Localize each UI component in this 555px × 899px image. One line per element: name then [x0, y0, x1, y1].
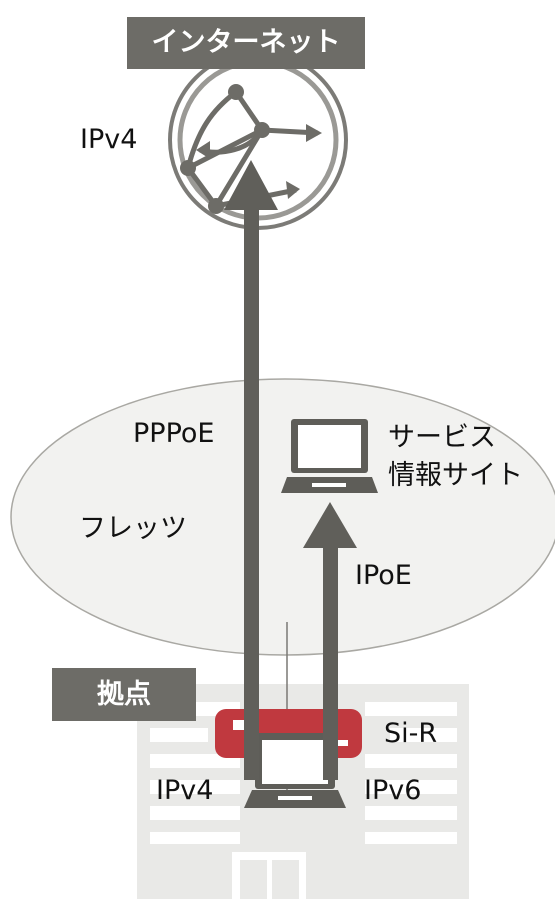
flets-label: フレッツ [79, 513, 187, 544]
internet-protocol-label: IPv4 [80, 124, 138, 155]
ipv6-arrow [303, 502, 357, 780]
client-ipv4-label: IPv4 [156, 775, 214, 806]
ipv4-arrow [224, 160, 278, 780]
service-site-label-line1: サービス [388, 422, 496, 453]
router-label: Si-R [384, 718, 438, 749]
site-label: 拠点 [97, 679, 151, 710]
client-ipv6-label: IPv6 [364, 775, 422, 806]
service-site-label-line2: 情報サイト [388, 460, 523, 491]
service-site-laptop-icon [281, 419, 378, 493]
internet-label: インターネット [151, 27, 341, 58]
ipoe-label: IPoE [355, 560, 412, 591]
internet-badge: インターネット [127, 17, 365, 69]
site-badge: 拠点 [52, 668, 196, 721]
flets-network-cloud [10, 378, 555, 656]
pppoe-label: PPPoE [133, 418, 215, 449]
client-laptop-icon [244, 733, 346, 808]
